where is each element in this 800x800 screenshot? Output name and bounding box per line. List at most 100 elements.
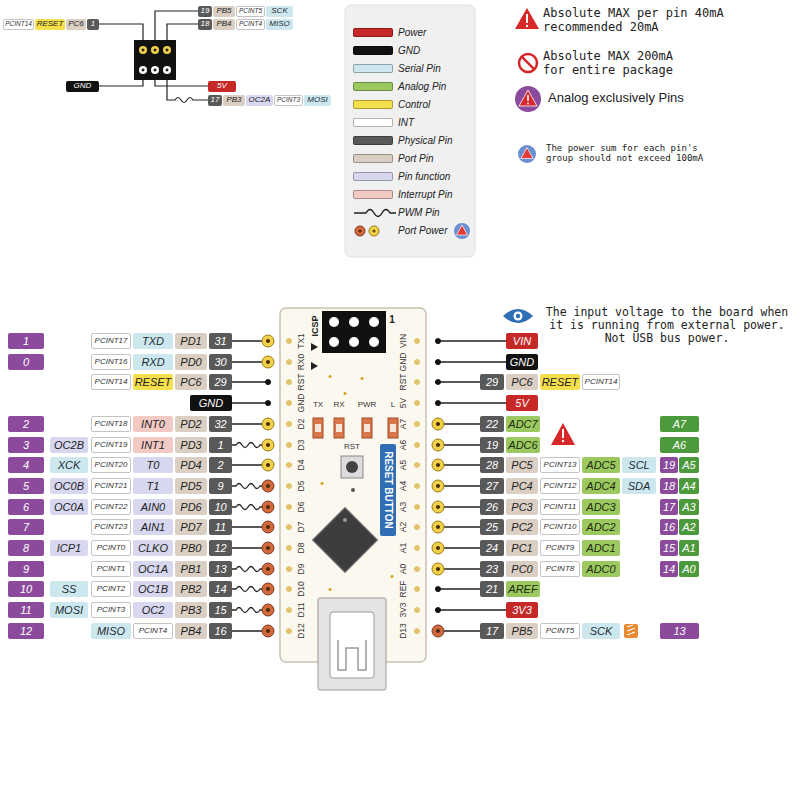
led (390, 424, 396, 432)
led-icon (624, 624, 638, 638)
serial-pin: RXD (133, 354, 173, 370)
label-text: RST (399, 374, 409, 391)
label-text: A6 (399, 440, 409, 450)
pin-label-text: ADC6 (508, 440, 537, 451)
legend-swatch (353, 172, 393, 181)
pin-label-text: ADC1 (586, 543, 615, 554)
pin-label-text: 8 (23, 543, 29, 554)
legend-item: PWM Pin (353, 206, 471, 220)
port-pin: PC6 (175, 374, 207, 390)
physical-pin: 12 (209, 540, 232, 556)
pin-label-text: 28 (486, 460, 498, 471)
pin-label-text: PB5 (216, 7, 231, 15)
pin-label-text: 18 (201, 20, 210, 28)
legend-swatch (353, 100, 393, 109)
pin-dots (265, 338, 441, 613)
label-text: VIN (399, 334, 409, 348)
reset-button (341, 456, 363, 478)
pin-label-text: 15 (214, 605, 226, 616)
pin-label-text: T0 (147, 460, 160, 471)
pin-label-text: PC2 (511, 522, 532, 533)
pin-label-text: PC4 (511, 481, 532, 492)
int-pin: PCINT4 (236, 19, 265, 30)
pin-label-text: 5 (23, 481, 29, 492)
pin-label-text: A3 (682, 502, 695, 513)
pin-label-text: 23 (486, 564, 498, 575)
pin-label-text: 6 (23, 502, 29, 513)
pin-label-text: PCINT11 (544, 503, 576, 511)
int-pin: PCINT16 (91, 354, 131, 370)
silkscreen-label: D2 (297, 419, 307, 430)
pin-label-text: 13 (214, 564, 226, 575)
pin-function: ICP1 (50, 540, 88, 556)
eye-icon (516, 314, 520, 318)
note-text: The input voltage to the board when it i… (542, 306, 792, 346)
pin-label-text: SCK (271, 7, 287, 15)
pin-circle-centers (266, 339, 440, 633)
int-pin: PCINT5 (540, 623, 580, 639)
pin-label-text: PCINT19 (95, 441, 128, 449)
silkscreen-label: GND (399, 353, 409, 372)
pin-label-text: A7 (673, 419, 686, 430)
led (336, 424, 342, 432)
pin-label-text: ADC2 (586, 522, 615, 533)
silkscreen-label: A2 (399, 522, 409, 532)
pin-label-text: 10 (20, 584, 32, 595)
icsp-pin-centers (142, 49, 169, 72)
note-text: The power sum for each pin's group shoul… (546, 143, 708, 164)
silkscreen-label: RX (333, 400, 344, 409)
analog-pin: ADC6 (506, 437, 540, 453)
pin-label-text: PD5 (180, 481, 201, 492)
gnd-pin: GND (506, 354, 538, 370)
physical-pin: 28 (480, 457, 504, 473)
int-pin: PCINT12 (540, 478, 580, 494)
pin-label-text: PCINT18 (95, 420, 128, 428)
pin-label-text: 1 (217, 440, 223, 451)
legend-swatch (353, 190, 393, 199)
analog-pin: ADC4 (582, 478, 620, 494)
pin-label-text: 31 (214, 336, 226, 347)
physical-pin: 24 (480, 540, 504, 556)
physical-pin: 11 (209, 519, 232, 535)
physical-pin: 2 (209, 457, 232, 473)
usb-connector (318, 598, 386, 690)
arduino-pin-number: 6 (8, 499, 44, 515)
pin-label-text: OC1A (138, 564, 168, 575)
int-pin: PCINT11 (540, 499, 580, 515)
pin-label-text: SDA (628, 481, 651, 492)
reset-button-label: RESET BUTTON (380, 444, 396, 536)
pin-label-text: PCINT4 (239, 21, 262, 28)
physical-pin: 17 (480, 623, 504, 639)
pin-label-text: SCL (628, 460, 649, 471)
label-text: A1 (399, 543, 409, 553)
analog-pin: ADC0 (582, 561, 620, 577)
note-text: Absolute MAX per pin 40mA recommended 20… (543, 7, 729, 35)
legend-item: Port Pin (353, 152, 471, 166)
pin-label-text: RESET (37, 20, 64, 28)
board-pads (286, 338, 420, 634)
silkscreen-label: TX (313, 400, 323, 409)
pin-label-text: PCINT14 (585, 378, 618, 386)
pin-label-text: MOSI (55, 605, 83, 616)
pin-label-text: A5 (682, 460, 695, 471)
int-pin: PCINT4 (133, 623, 173, 639)
port-pin: PB1 (175, 561, 207, 577)
label-text: D9 (297, 564, 307, 575)
analog-pin: ADC7 (506, 416, 540, 432)
physical-pin: 19 (480, 437, 504, 453)
pin-label-text: 30 (214, 357, 226, 368)
port-pin: PB4 (175, 623, 207, 639)
pin-label-text: 17 (486, 626, 498, 637)
pin-function: AIN1 (133, 519, 173, 535)
pin-function: T0 (133, 457, 173, 473)
pin-label-text: RESET (135, 377, 172, 388)
pin-label-text: 18 (663, 481, 675, 492)
physical-pin: 23 (480, 561, 504, 577)
interrupt-pin: INT0 (133, 416, 173, 432)
arduino-pin-number: 12 (8, 623, 44, 639)
physical-pin: 1 (209, 437, 232, 453)
pin-label-text: A0 (682, 564, 695, 575)
board-label: 1 (389, 314, 395, 326)
pin-label-text: 19 (663, 460, 675, 471)
